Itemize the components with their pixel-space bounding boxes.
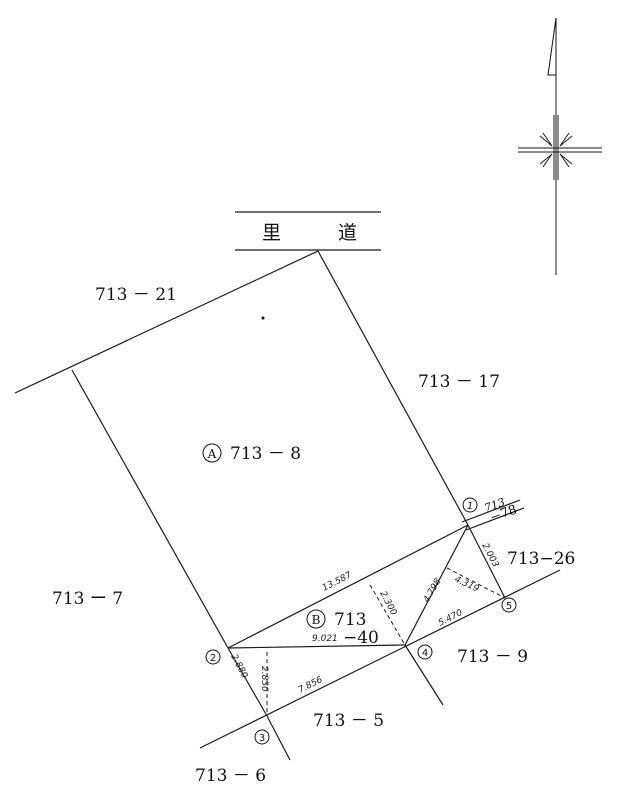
dim-13-587: 13.587 <box>321 570 354 593</box>
region-b-label: B 713 −40 <box>306 609 379 648</box>
point-1: 1 <box>462 497 478 513</box>
north-arrow-icon <box>518 17 602 275</box>
svg-text:4: 4 <box>422 648 428 659</box>
dim-2-003: 2.003 <box>479 542 500 570</box>
parcel-713-5: 713 － 5 <box>313 711 384 731</box>
region-b-number-2: −40 <box>343 628 379 648</box>
parcel-713-7: 713 ー 7 <box>52 589 123 609</box>
region-a-label: A 713 － 8 <box>202 443 301 464</box>
dim-7-856: 7.856 <box>297 675 325 696</box>
road-strip <box>235 211 381 251</box>
svg-text:1: 1 <box>467 501 473 512</box>
svg-text:3: 3 <box>259 733 265 744</box>
dim-2-830: 2.830 <box>259 666 269 692</box>
parcel-713-6: 713 － 6 <box>195 766 266 786</box>
dim-9-021: 9.021 <box>312 634 338 644</box>
parcel-713-26: 713−26 <box>507 549 575 569</box>
dashed-offsets <box>266 567 506 716</box>
svg-text:5: 5 <box>506 601 512 612</box>
point-3: 3 <box>254 729 270 745</box>
parcel-713-21: 713 － 21 <box>95 285 177 305</box>
region-b-number-1: 713 <box>334 610 366 630</box>
region-a-number: 713 － 8 <box>230 444 301 464</box>
parcel-713-17: 713 － 17 <box>418 372 500 392</box>
dim-2-880: 2.880 <box>228 653 249 681</box>
dim-5-470: 5.470 <box>437 608 465 629</box>
dim-4-798: 4.798 <box>422 577 444 605</box>
region-b-circle: B <box>312 613 321 627</box>
parcel-713-9: 713 － 9 <box>457 647 528 667</box>
point-5: 5 <box>501 597 517 613</box>
point-2: 2 <box>205 649 221 665</box>
road-label-2: 道 <box>338 222 357 244</box>
svg-text:2: 2 <box>210 653 216 664</box>
survey-dot <box>261 316 265 320</box>
region-a-circle: A <box>207 447 217 461</box>
parcel-boundaries <box>14 250 561 761</box>
road-label-1: 里 <box>262 222 281 244</box>
point-4: 4 <box>417 644 433 660</box>
